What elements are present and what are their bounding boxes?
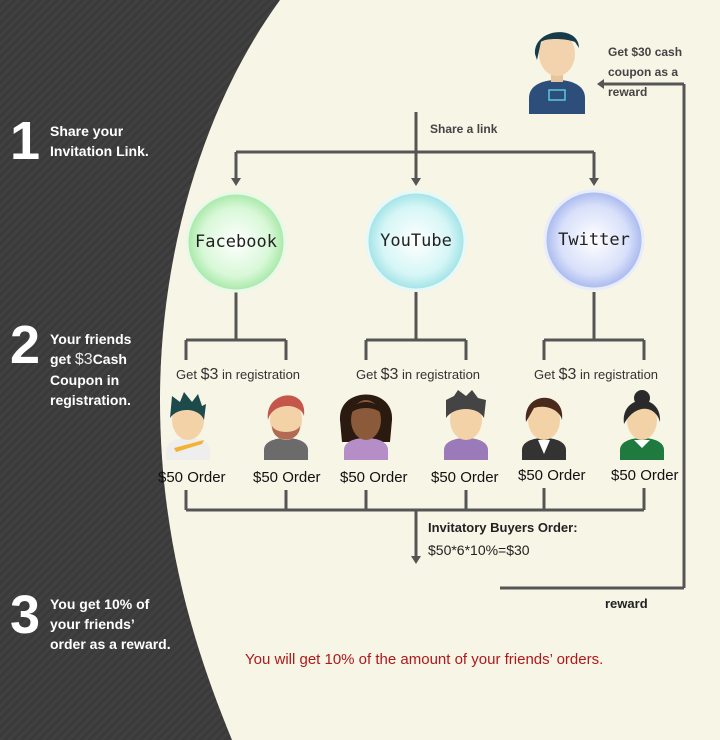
friend-avatar-5: [522, 397, 566, 460]
step-2-line-3: Coupon in: [50, 372, 120, 388]
friend-avatar-4: [444, 390, 488, 460]
step-3-line-1: You get 10% of: [50, 596, 150, 612]
dark-side-panel: [0, 0, 280, 740]
inviter-reward-line-1: Get $30 cash: [608, 45, 683, 59]
registration-pre: Get: [176, 367, 201, 382]
step-2-money: $3: [74, 351, 93, 368]
summary-formula: $50*6*10%=$30: [428, 542, 530, 558]
order-label-3: $50 Order: [340, 469, 408, 486]
footer-note: You will get 10% of the amount of your f…: [245, 651, 604, 668]
registration-label-twitter: Get $3 in registration: [534, 366, 658, 384]
share-link-label: Share a link: [430, 122, 498, 136]
registration-money: $3: [380, 366, 399, 383]
registration-post: in registration: [398, 367, 481, 382]
registration-pre: Get: [356, 367, 381, 382]
order-label-4: $50 Order: [431, 469, 499, 486]
reward-label: reward: [605, 596, 648, 611]
friend-avatar-6: [620, 390, 664, 460]
step-2-text: Your friends get $3Cash Coupon in regist…: [50, 329, 131, 410]
step-2-line-2-pre: get: [50, 351, 75, 367]
step-3-text: You get 10% of your friends’ order as a …: [50, 594, 171, 654]
inviter-reward-text: Get $30 cash coupon as a reward: [608, 42, 720, 102]
order-label-1: $50 Order: [158, 469, 226, 486]
registration-post: in registration: [576, 367, 659, 382]
registration-pre: Get: [534, 367, 559, 382]
registration-label-youtube: Get $3 in registration: [356, 366, 480, 384]
step-1-line-1: Share your: [50, 123, 124, 139]
twitter-bubble: [543, 189, 645, 291]
connector-arrowheads: [231, 79, 604, 564]
step-2-line-2: get $3Cash: [50, 349, 131, 370]
friend-avatar-1: [166, 392, 210, 460]
step-3-line-2: your friends’: [50, 616, 135, 632]
step-2-line-2-post: Cash: [92, 351, 127, 367]
step-3-number: 3: [10, 585, 41, 645]
platform-twitter-label: Twitter: [558, 230, 630, 250]
youtube-bubble: [365, 190, 467, 292]
order-label-2: $50 Order: [253, 469, 321, 486]
facebook-bubble: [185, 191, 287, 293]
inviter-reward-line-2: coupon as a reward: [608, 65, 679, 99]
step-2-line-4: registration.: [50, 392, 131, 408]
registration-label-facebook: Get $3 in registration: [176, 366, 300, 384]
inviter-avatar: [529, 32, 585, 114]
step-2-number: 2: [10, 315, 41, 375]
platform-youtube-label: YouTube: [380, 231, 452, 251]
step-1-text: Share your Invitation Link.: [50, 121, 149, 161]
registration-money: $3: [558, 366, 577, 383]
friend-avatar-2: [264, 395, 308, 460]
order-label-5: $50 Order: [518, 467, 586, 484]
platform-facebook-label: Facebook: [195, 232, 277, 252]
registration-post: in registration: [218, 367, 301, 382]
registration-money: $3: [200, 366, 219, 383]
connector-lines: [184, 82, 686, 590]
step-3-line-3: order as a reward.: [50, 636, 171, 652]
step-1-number: 1: [10, 111, 41, 171]
step-2-line-1: Your friends: [50, 331, 132, 347]
friend-avatar-3: [339, 394, 393, 460]
step-1-line-2: Invitation Link.: [50, 143, 149, 159]
order-label-6: $50 Order: [611, 467, 679, 484]
summary-title: Invitatory Buyers Order:: [428, 520, 578, 535]
